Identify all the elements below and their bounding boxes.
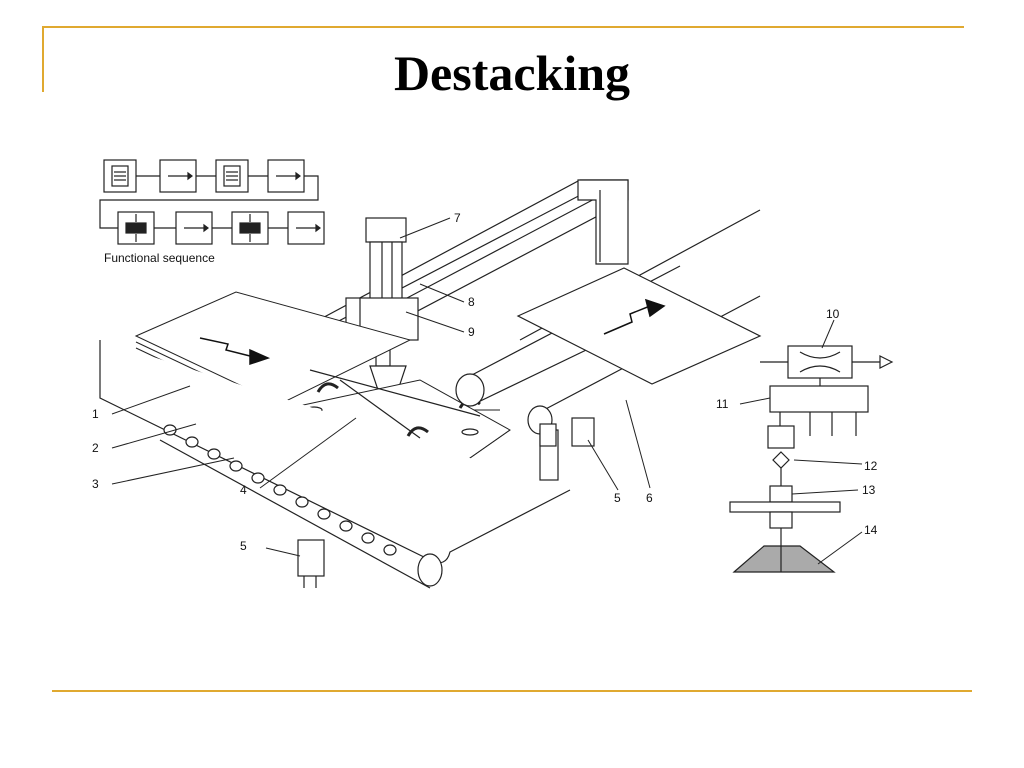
- callout-10: 10: [826, 307, 840, 321]
- top-accent-line: [42, 26, 964, 28]
- callout-11: 11: [716, 397, 729, 411]
- callout-8: 8: [468, 295, 475, 309]
- functional-sequence-label: Functional sequence: [104, 251, 215, 265]
- bottom-accent-line: [52, 690, 972, 692]
- vertical-cylinder: [345, 217, 419, 397]
- transferred-sheet: [516, 267, 762, 385]
- proximity-sensor-lower: [297, 539, 325, 588]
- callout-12: 12: [864, 459, 878, 473]
- left-accent-line: [42, 26, 44, 92]
- callout-1: 1: [92, 407, 99, 421]
- feed-direction-arrow: [199, 337, 271, 366]
- callout-14: 14: [864, 523, 878, 537]
- callout-2: 2: [92, 441, 99, 455]
- outfeed-conveyor: [455, 209, 761, 481]
- callout-4: 4: [240, 483, 247, 497]
- outfeed-direction-arrow: [603, 298, 666, 335]
- callout-labels: 1 2 3 4 5 5 6 7 8 9 10 11 12 13 14: [92, 211, 878, 553]
- callout-leaders: [111, 217, 863, 565]
- callout-7: 7: [454, 211, 461, 225]
- functional-sequence-diagram: [99, 159, 325, 245]
- pneumatic-circuit: [729, 345, 894, 573]
- callout-13: 13: [862, 483, 876, 497]
- slide-title: Destacking: [393, 45, 631, 101]
- callout-5-upper: 5: [614, 491, 621, 505]
- callout-5-lower: 5: [240, 539, 247, 553]
- callout-9: 9: [468, 325, 475, 339]
- callout-3: 3: [92, 477, 99, 491]
- callout-6: 6: [646, 491, 653, 505]
